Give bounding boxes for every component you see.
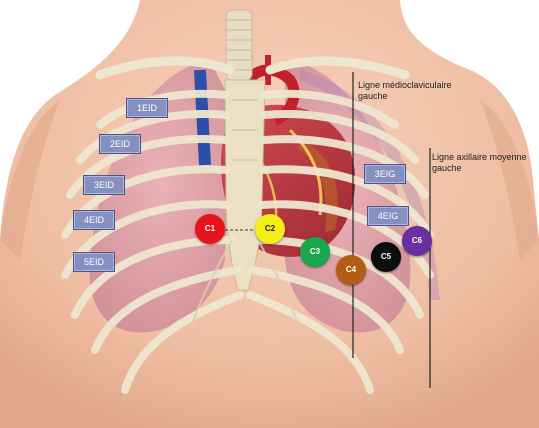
midclavicular-line-label: Ligne médioclaviculaire gauche (358, 80, 452, 102)
mid-axillary-line-label: Ligne axillaire moyenne gauche (432, 152, 527, 174)
label-3eig: 3EIG (364, 164, 406, 184)
electrode-c1: C1 (195, 214, 225, 244)
electrode-c2: C2 (255, 214, 285, 244)
label-3eid: 3EID (83, 175, 125, 195)
electrode-c3: C3 (300, 237, 330, 267)
label-5eid: 5EID (73, 252, 115, 272)
label-2eid: 2EID (99, 134, 141, 154)
electrode-c4: C4 (336, 255, 366, 285)
electrode-c5: C5 (371, 242, 401, 272)
electrode-c6: C6 (402, 226, 432, 256)
label-4eid: 4EID (73, 210, 115, 230)
label-4eig: 4EIG (367, 206, 409, 226)
label-1eid: 1EID (126, 98, 168, 118)
